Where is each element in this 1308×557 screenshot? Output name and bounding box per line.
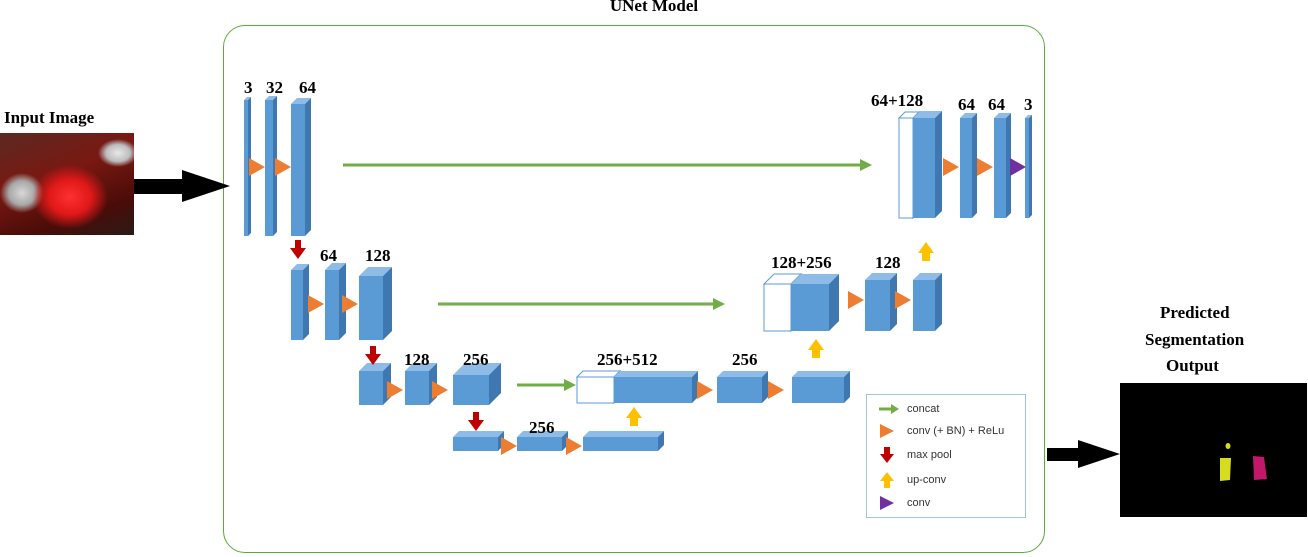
bottleneck-block-b — [517, 431, 568, 451]
label-dec2-concat: 128+256 — [771, 253, 832, 272]
legend-label-max-pool: max pool — [907, 449, 952, 461]
legend: concat conv (+ BN) + ReLu max pool up-co… — [866, 394, 1026, 518]
dec2-block-128b — [913, 273, 942, 331]
conv-triangle-3 — [308, 295, 324, 313]
bottleneck-block-c — [583, 431, 664, 451]
conv-purple-triangle-icon — [880, 496, 894, 510]
legend-item-concat: concat — [877, 399, 939, 419]
label-enc3-c1: 128 — [404, 350, 430, 369]
output-label-line1: Predicted — [1160, 303, 1230, 322]
label-enc1-c3: 64 — [299, 78, 316, 97]
enc2-block-64 — [291, 264, 309, 340]
label-enc1-c1: 3 — [244, 78, 253, 97]
unet-model-frame — [223, 25, 1045, 553]
dec1-concat-blue — [913, 111, 942, 218]
input-image-label: Input Image — [4, 108, 95, 127]
output-label-line3: Output — [1166, 356, 1219, 375]
up-conv-arrow-icon — [880, 472, 894, 488]
mask-magenta-region — [1253, 456, 1267, 480]
label-dec3-c1: 256 — [732, 350, 758, 369]
max-pool-arrow-icon — [880, 447, 894, 463]
label-enc1-c2: 32 — [266, 78, 283, 97]
conv-triangles — [249, 158, 993, 455]
legend-label-conv-final: conv — [907, 497, 931, 509]
label-dec1-concat: 64+128 — [871, 91, 924, 110]
enc3-block-256 — [453, 363, 501, 405]
max-pool-arrow-1 — [290, 240, 306, 259]
label-dec1-c1: 64 — [958, 95, 975, 114]
label-dec1-c2: 64 — [988, 95, 1005, 114]
feature-map-blocks — [244, 96, 1032, 451]
concat-arrow-icon — [879, 404, 899, 414]
legend-item-up-conv: up-conv — [877, 470, 946, 490]
legend-item-conv-final: conv — [877, 493, 930, 513]
segmentation-mask — [1220, 443, 1267, 481]
dec3-block-256b — [792, 371, 850, 403]
mask-yellow-region — [1220, 458, 1231, 481]
conv-triangle-8 — [566, 437, 582, 455]
output-label-line2: Segmentation — [1145, 330, 1245, 349]
legend-item-max-pool: max pool — [877, 445, 952, 465]
final-conv-triangle — [1010, 158, 1026, 176]
legend-label-conv: conv (+ BN) + ReLu — [907, 425, 1005, 437]
dec1-block-64b — [994, 113, 1011, 218]
up-conv-arrow-3 — [918, 242, 934, 261]
diagram-title: UNet Model — [609, 0, 699, 15]
legend-label-up-conv: up-conv — [907, 474, 947, 486]
dec2-block-128 — [865, 273, 897, 331]
conv-triangle-6 — [432, 381, 448, 399]
concat-arrow-level2 — [438, 298, 725, 310]
output-arrow — [1047, 440, 1120, 468]
input-arrow — [134, 170, 230, 202]
conv-triangle-7 — [501, 437, 517, 455]
enc1-block-64 — [291, 98, 311, 236]
conv-triangle-5 — [387, 381, 403, 399]
concat-arrow-level3 — [517, 379, 576, 391]
conv-triangle-10 — [768, 381, 784, 399]
concat-arrow-level1 — [343, 159, 872, 171]
conv-triangle-12 — [895, 291, 911, 309]
label-dec1-c3: 3 — [1024, 95, 1033, 114]
conv-triangle-2 — [275, 158, 291, 176]
dec3-concat-blue — [614, 371, 698, 403]
conv-triangle-11 — [848, 291, 864, 309]
segmentation-output-image — [1120, 383, 1307, 517]
enc3-block-128 — [359, 363, 391, 405]
dec1-block-3 — [1025, 115, 1032, 218]
label-enc2-c2: 128 — [365, 246, 391, 265]
up-conv-arrow-2 — [808, 339, 824, 358]
input-image — [0, 133, 134, 235]
conv-triangle-13 — [943, 158, 959, 176]
conv-triangle-9 — [697, 381, 713, 399]
enc2-block-128 — [359, 267, 392, 340]
conv-triangle-4 — [342, 295, 358, 313]
dec1-block-64 — [960, 113, 977, 218]
dec2-concat-blue — [791, 274, 839, 331]
max-pool-arrow-2 — [365, 346, 381, 365]
up-conv-arrow-1 — [626, 407, 642, 426]
bottleneck-block-a — [453, 431, 504, 451]
legend-label-concat: concat — [907, 403, 940, 415]
legend-item-conv: conv (+ BN) + ReLu — [877, 421, 1004, 441]
label-enc3-c2: 256 — [463, 350, 489, 369]
label-enc2-c1: 64 — [320, 246, 337, 265]
label-bottleneck: 256 — [529, 418, 555, 437]
label-dec3-concat: 256+512 — [597, 350, 658, 369]
max-pool-arrow-3 — [468, 412, 484, 431]
conv-triangle-icon — [880, 424, 894, 438]
label-dec2-c1: 128 — [875, 253, 901, 272]
conv-triangle-1 — [249, 158, 265, 176]
mask-yellow-dot — [1225, 443, 1231, 449]
dec3-block-256 — [717, 371, 768, 403]
conv-triangle-14 — [977, 158, 993, 176]
dec3-concat-white — [575, 369, 622, 405]
